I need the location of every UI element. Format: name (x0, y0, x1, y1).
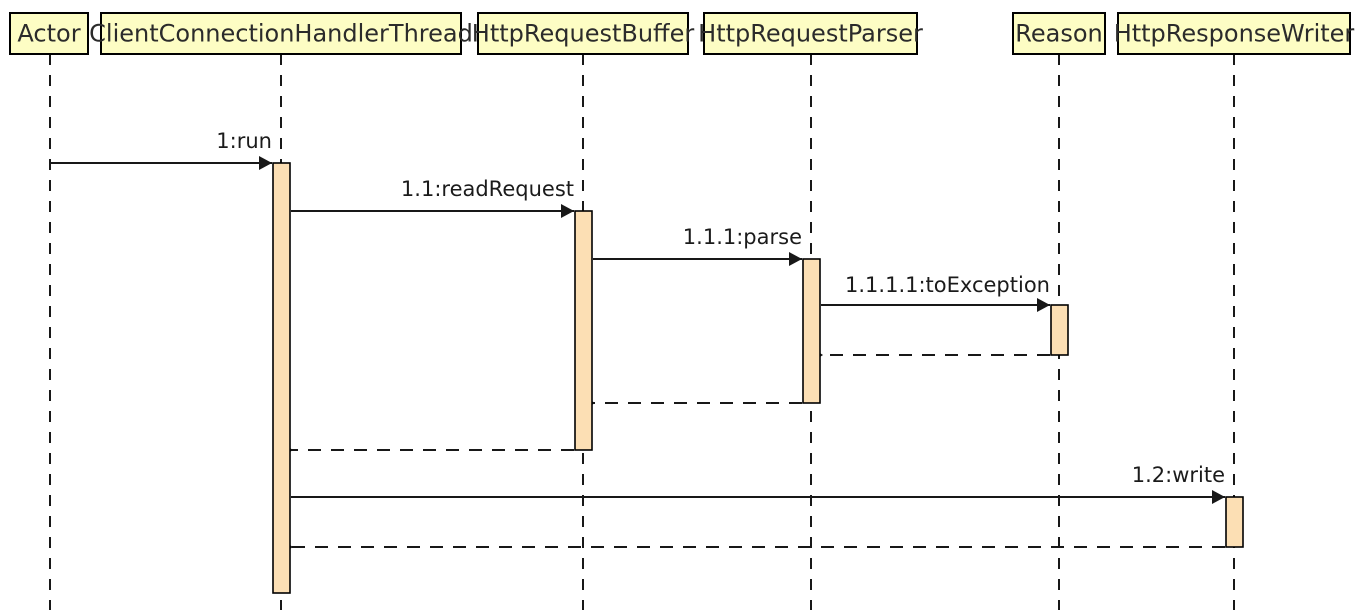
participant-label-reason: Reason (1015, 20, 1102, 48)
participant-client-connection-handler-thread[interactable]: ClientConnectionHandlerThread (89, 12, 473, 55)
participant-label-http-response-writer: HttpResponseWriter (1114, 20, 1355, 48)
participant-label-client-connection-handler-thread: ClientConnectionHandlerThread (89, 20, 473, 48)
message-label-message-1-run: 1:run (216, 129, 272, 153)
participant-box-http-request-parser[interactable] (703, 12, 918, 55)
message-label-message-1-1-1-1-to-exception: 1.1.1.1:toException (845, 273, 1050, 297)
labels-layer: 1:run 1.1:readRequest 1.1.1:parse 1.1.1.1:t… (216, 129, 1225, 487)
arrowhead-message-1-2-write (1212, 490, 1225, 504)
messages-layer (51, 156, 1225, 557)
participant-box-http-response-writer[interactable] (1117, 12, 1351, 55)
participant-box-reason[interactable] (1012, 12, 1106, 55)
activations-layer (272, 162, 1244, 594)
participant-box-actor[interactable] (9, 12, 89, 55)
participant-label-http-request-parser: HttpRequestParser (698, 20, 923, 48)
arrowhead-message-1-1-read-request (561, 204, 574, 218)
activation-http-request-buffer (574, 210, 593, 451)
participant-box-http-request-buffer[interactable] (477, 12, 689, 55)
arrowhead-message-1-1-1-parse (789, 252, 802, 266)
activation-client-connection-handler-thread (272, 162, 291, 594)
message-label-message-1-1-1-parse: 1.1.1:parse (683, 225, 802, 249)
participant-label-http-request-buffer: HttpRequestBuffer (472, 20, 695, 48)
arrowhead-message-1-1-1-1-to-exception (1037, 298, 1050, 312)
participant-label-actor: Actor (17, 20, 80, 48)
activation-reason (1050, 304, 1069, 356)
activation-http-response-writer (1225, 496, 1244, 548)
participant-reason[interactable]: Reason (1012, 12, 1106, 55)
participant-http-request-parser[interactable]: HttpRequestParser (698, 12, 923, 55)
participant-http-response-writer[interactable]: HttpResponseWriter (1114, 12, 1355, 55)
participant-box-client-connection-handler-thread[interactable] (100, 12, 462, 55)
message-label-message-1-2-write: 1.2:write (1132, 463, 1225, 487)
arrowhead-message-1-run (259, 156, 272, 170)
participant-http-request-buffer[interactable]: HttpRequestBuffer (472, 12, 695, 55)
message-label-message-1-1-read-request: 1.1:readRequest (401, 177, 574, 201)
participant-actor[interactable]: Actor (9, 12, 89, 55)
activation-http-request-parser (802, 258, 821, 404)
